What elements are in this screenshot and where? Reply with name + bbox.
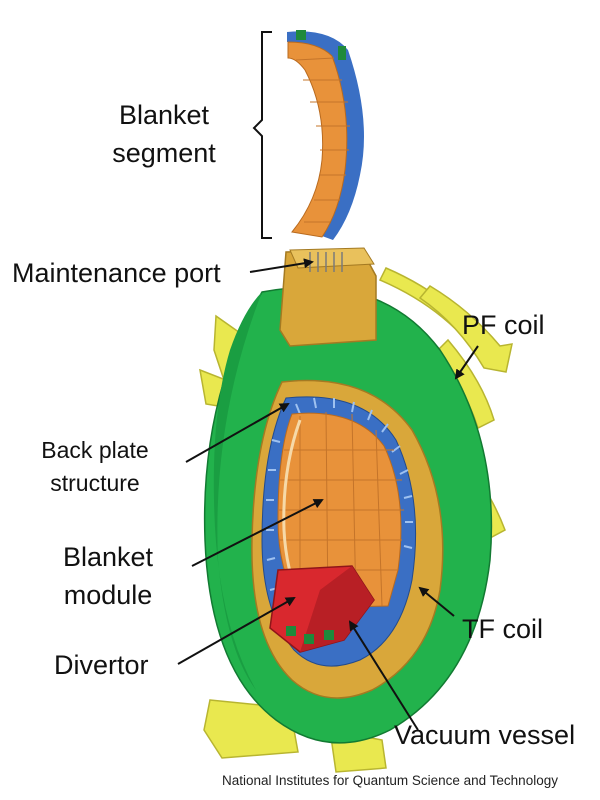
blanket-segment-drawing [287,30,364,241]
pf-coil-label: PF coil [462,310,545,340]
back-plate-arrow [185,403,290,463]
blanket-module-label-line1: Blanket [62,542,154,572]
blanket-segment-top-cap [296,30,306,40]
tf-coil-label: TF coil [462,614,543,644]
blanket-segment-bracket [252,31,272,239]
vacuum-vessel-arrow [348,620,419,731]
blanket-module-label: Blanket module [48,538,168,614]
blanket-segment-label-line2: segment [112,138,216,168]
blanket-segment-label: Blanket segment [104,96,224,172]
leader-arrows [177,258,479,731]
blanket-module-gridlines [279,411,404,609]
divertor-arrow [177,597,296,665]
back-plate-structure-label: Back plate structure [30,434,160,500]
maintenance-port-arrow [249,258,314,273]
blanket-segment-backplate [287,31,364,241]
tf-coil-arrow [418,586,455,617]
blanket-segment-body [287,41,348,238]
tf-coil-inner-face [213,292,262,690]
blanket-module-arrow [191,499,324,567]
blanket-module-label-line2: module [63,580,153,610]
maintenance-port-label: Maintenance port [12,258,221,288]
blanket-segment-label-line1: Blanket [118,100,210,130]
maintenance-port [279,247,377,347]
credit-text: National Institutes for Quantum Science … [222,773,558,788]
back-plate-ribs [266,397,413,591]
pf-coil-arrow [454,345,479,380]
back-plate-label-line1: Back plate [41,437,149,463]
divertor-label: Divertor [54,650,149,680]
divertor-support-blocks [286,626,334,644]
back-plate-label-line2: structure [50,470,140,496]
vacuum-vessel-label: Vacuum vessel [394,720,576,750]
